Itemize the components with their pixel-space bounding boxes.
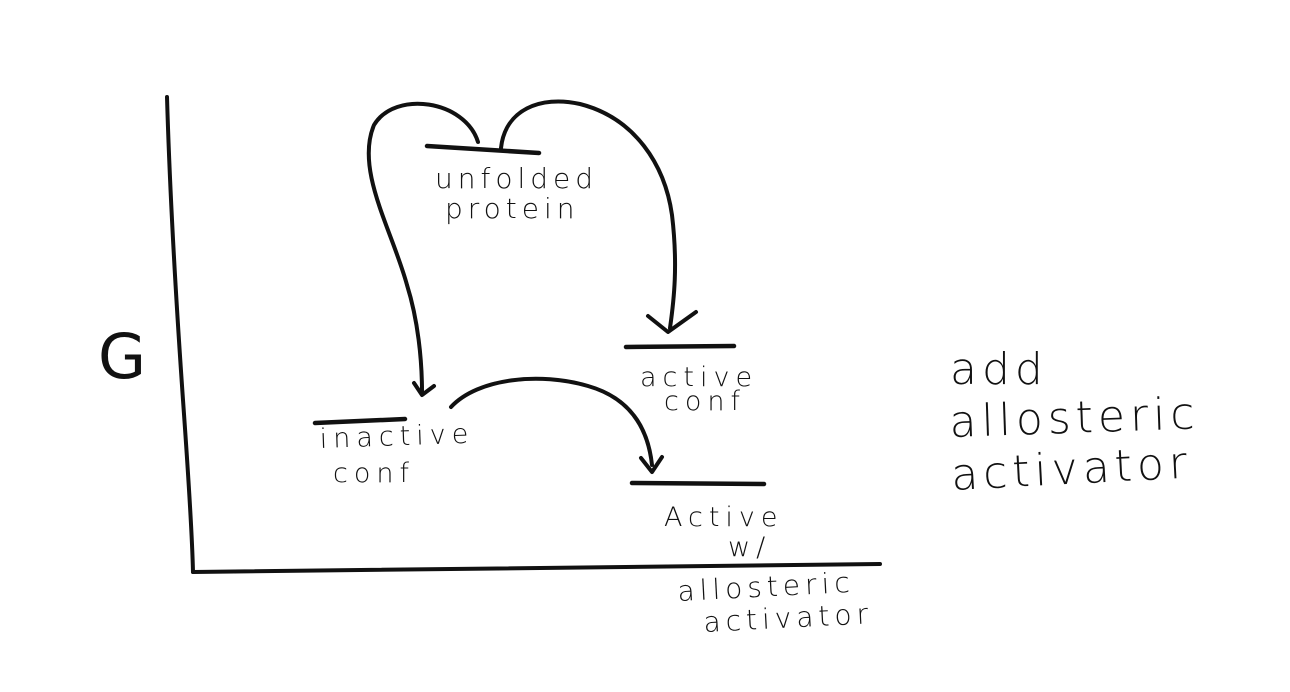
arrow-inactive-to-active-allosteric (449, 376, 654, 467)
arrow-unfolded-to-inactive (366, 101, 480, 394)
x-axis (191, 562, 882, 574)
y-axis (165, 95, 195, 574)
side-note-line3: activator (950, 437, 1193, 501)
label-unfolded-line1: unfolded (435, 162, 598, 195)
label-inactive-line2: conf (333, 458, 415, 489)
unfolded-protein-level (424, 143, 542, 156)
arrow-head-active (646, 310, 698, 334)
label-unfolded-line2: protein (445, 192, 580, 225)
inactive-conf-level (312, 416, 408, 426)
label-active-allosteric-line1: Active (664, 502, 784, 533)
arrow-head-active-allosteric (639, 455, 664, 474)
side-note-line2: allosteric (949, 388, 1201, 448)
side-note-line1: add (950, 344, 1048, 395)
label-active-line2: conf (664, 386, 746, 417)
label-inactive-line1: inactive (319, 419, 475, 455)
y-axis-label: G (98, 320, 146, 393)
arrow-head-inactive (412, 381, 436, 397)
arrow-unfolded-to-active (499, 99, 678, 330)
label-active-line1: active (640, 362, 758, 393)
label-active-allosteric-line2: w/ (728, 532, 771, 563)
active-conf-level (623, 343, 737, 350)
active-allosteric-level (629, 480, 767, 487)
